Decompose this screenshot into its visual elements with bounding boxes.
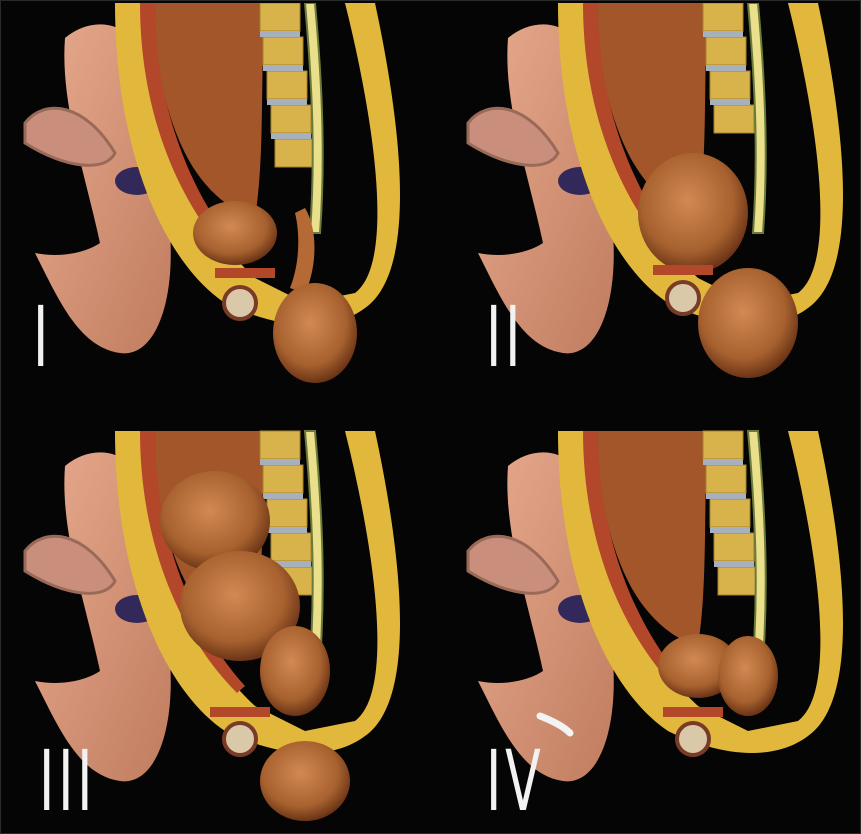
sagittal-section-illustration: [5, 3, 425, 413]
enlarged-bowel: [638, 153, 748, 273]
bladder: [193, 201, 277, 265]
panel-stage-2: II: [448, 3, 861, 413]
pelvic-bone-cross-section: [224, 723, 256, 755]
stage-label: IV: [486, 739, 544, 823]
stage-label: II: [486, 295, 524, 379]
rectum: [718, 636, 778, 716]
panel-stage-3: III: [5, 421, 425, 831]
panel-stage-4: IV: [448, 421, 861, 831]
stage-label: I: [33, 295, 52, 379]
pelvic-bone-cross-section: [667, 282, 699, 314]
prolapsed-mass: [273, 283, 357, 383]
enlarged-bowel-lower: [260, 626, 330, 716]
panel-stage-1: I: [5, 3, 425, 413]
prolapsed-mass: [260, 741, 350, 821]
stage-label: III: [39, 739, 96, 823]
prolapsed-mass: [698, 268, 798, 378]
pelvic-bone-cross-section: [224, 287, 256, 319]
pelvic-bone-cross-section: [677, 723, 709, 755]
